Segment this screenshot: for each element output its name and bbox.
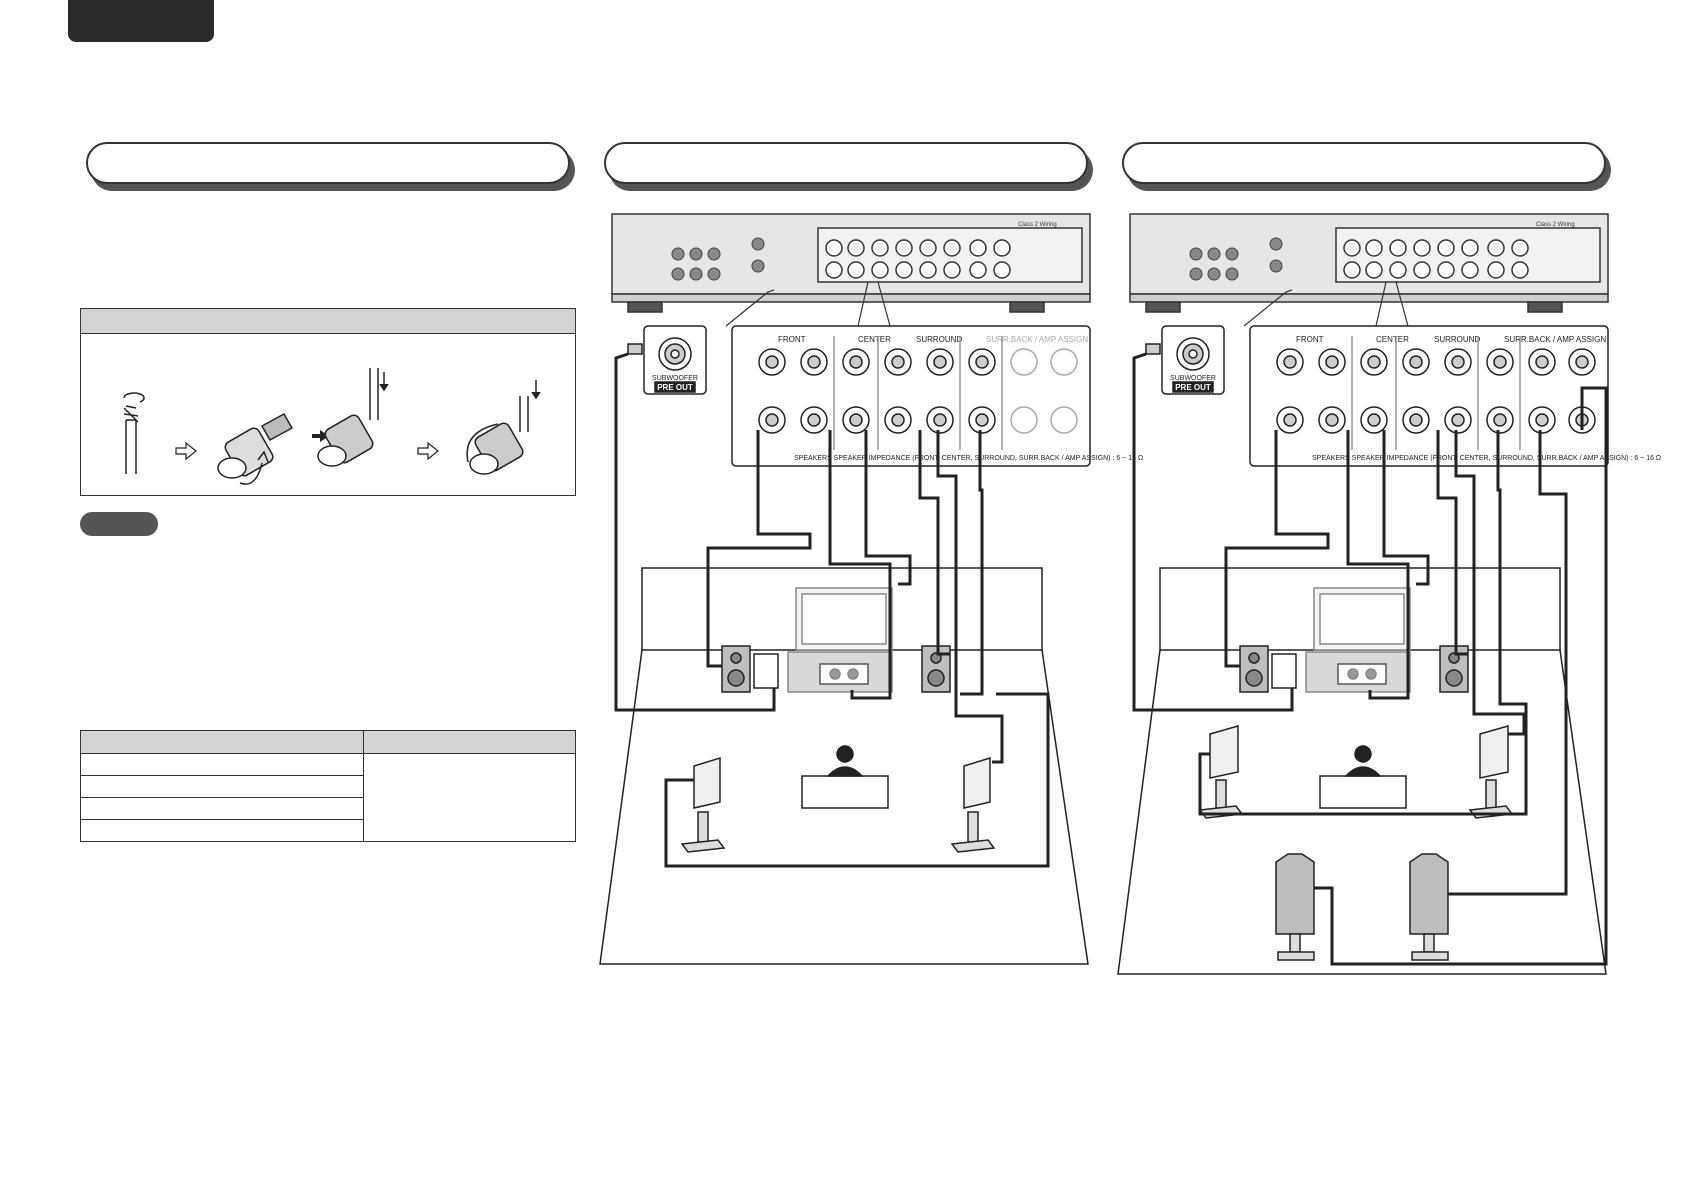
table-header-row [80,730,576,754]
receiver-rear-panel-2: Class 2 Wiring [1129,213,1609,313]
table-cell-merged [363,753,576,842]
subwoofer-text-2: SUBWOOFER [1170,375,1216,382]
arrow-right-icon [175,441,197,461]
subwoofer-pre-out: SUBWOOFER PRE OUT [627,325,707,395]
tv-icon [787,587,893,693]
subwoofer-text: SUBWOOFER [652,375,698,382]
speakers-footer: SPEAKERS SPEAKER IMPEDANCE (FRONT, CENTE… [794,455,1143,462]
wiring-diagram-7ch: Class 2 Wiring SUBWOOFER PRE OUT FRONT C… [1117,213,1661,975]
tv-icon-2 [1305,587,1411,693]
table-row [80,819,576,842]
procedure-illustration [123,368,541,485]
speaker-terminal-panel: FRONT CENTER SURROUND SURR.BACK / AMP AS… [731,325,1143,467]
surround-back-label-2: SURR.BACK / AMP ASSIGN [1504,335,1606,344]
table-header-cell [80,730,364,754]
terminal-insert-icon [317,368,389,467]
surround-back-left-speaker-icon [1275,853,1315,961]
surround-back-right-speaker-icon [1409,853,1449,961]
corner-tab [68,0,214,42]
table-cell [80,797,364,820]
front-label: FRONT [778,335,806,344]
surround-left-speaker-icon-2 [1198,725,1244,819]
table-row [80,753,576,842]
subwoofer-pre-out-2: SUBWOOFER PRE OUT [1145,325,1225,395]
pre-out-text: PRE OUT [657,383,693,392]
section-heading-3 [1122,142,1606,184]
stripped-wire-icon [123,392,145,474]
spec-table [80,730,576,842]
pre-out-text-2: PRE OUT [1175,383,1211,392]
surround-label-2: SURROUND [1434,335,1480,344]
center-label-2: CENTER [1376,335,1409,344]
listener-icon [801,745,889,809]
terminal-tighten-icon [466,380,541,475]
arrow-black-icon [312,430,329,442]
center-label: CENTER [858,335,891,344]
table-cell [80,753,364,776]
speakers-footer-2: SPEAKERS SPEAKER IMPEDANCE (FRONT, CENTE… [1312,455,1661,462]
surround-left-speaker-icon [680,756,726,853]
zone-wiring-text: Class 2 Wiring [1018,222,1057,228]
table-cell [80,775,364,798]
section-heading-1 [86,142,570,184]
listener-icon-2 [1319,745,1407,809]
speaker-terminal-panel-2: FRONT CENTER SURROUND SURR.BACK / AMP AS… [1249,325,1661,467]
arrow-right-icon-2 [417,441,439,461]
table-header-cell [363,730,576,754]
speaker-cables [614,352,1050,868]
surround-back-label: SURR.BACK / AMP ASSIGN [986,335,1088,344]
zone-wiring-text-2: Class 2 Wiring [1536,222,1575,228]
receiver-rear-panel: Class 2 Wiring [611,213,1091,313]
front-right-speaker-icon-2 [1439,645,1469,693]
front-right-speaker-icon [921,645,951,693]
surround-right-speaker-icon [950,756,996,853]
procedure-bar [81,309,575,334]
speaker-cables-2 [1132,352,1608,966]
surround-right-speaker-icon-2 [1468,725,1514,819]
section-heading-2 [604,142,1088,184]
wiring-diagram-5ch: Class 2 Wiring SUBWOOFER PRE OUT FRONT C… [599,213,1143,965]
front-label-2: FRONT [1296,335,1324,344]
table-cell [80,819,364,842]
surround-label: SURROUND [916,335,962,344]
note-label [80,512,158,536]
front-left-speaker-icon [721,645,779,693]
terminal-loosen-icon [217,412,294,485]
front-left-speaker-icon-2 [1239,645,1297,693]
